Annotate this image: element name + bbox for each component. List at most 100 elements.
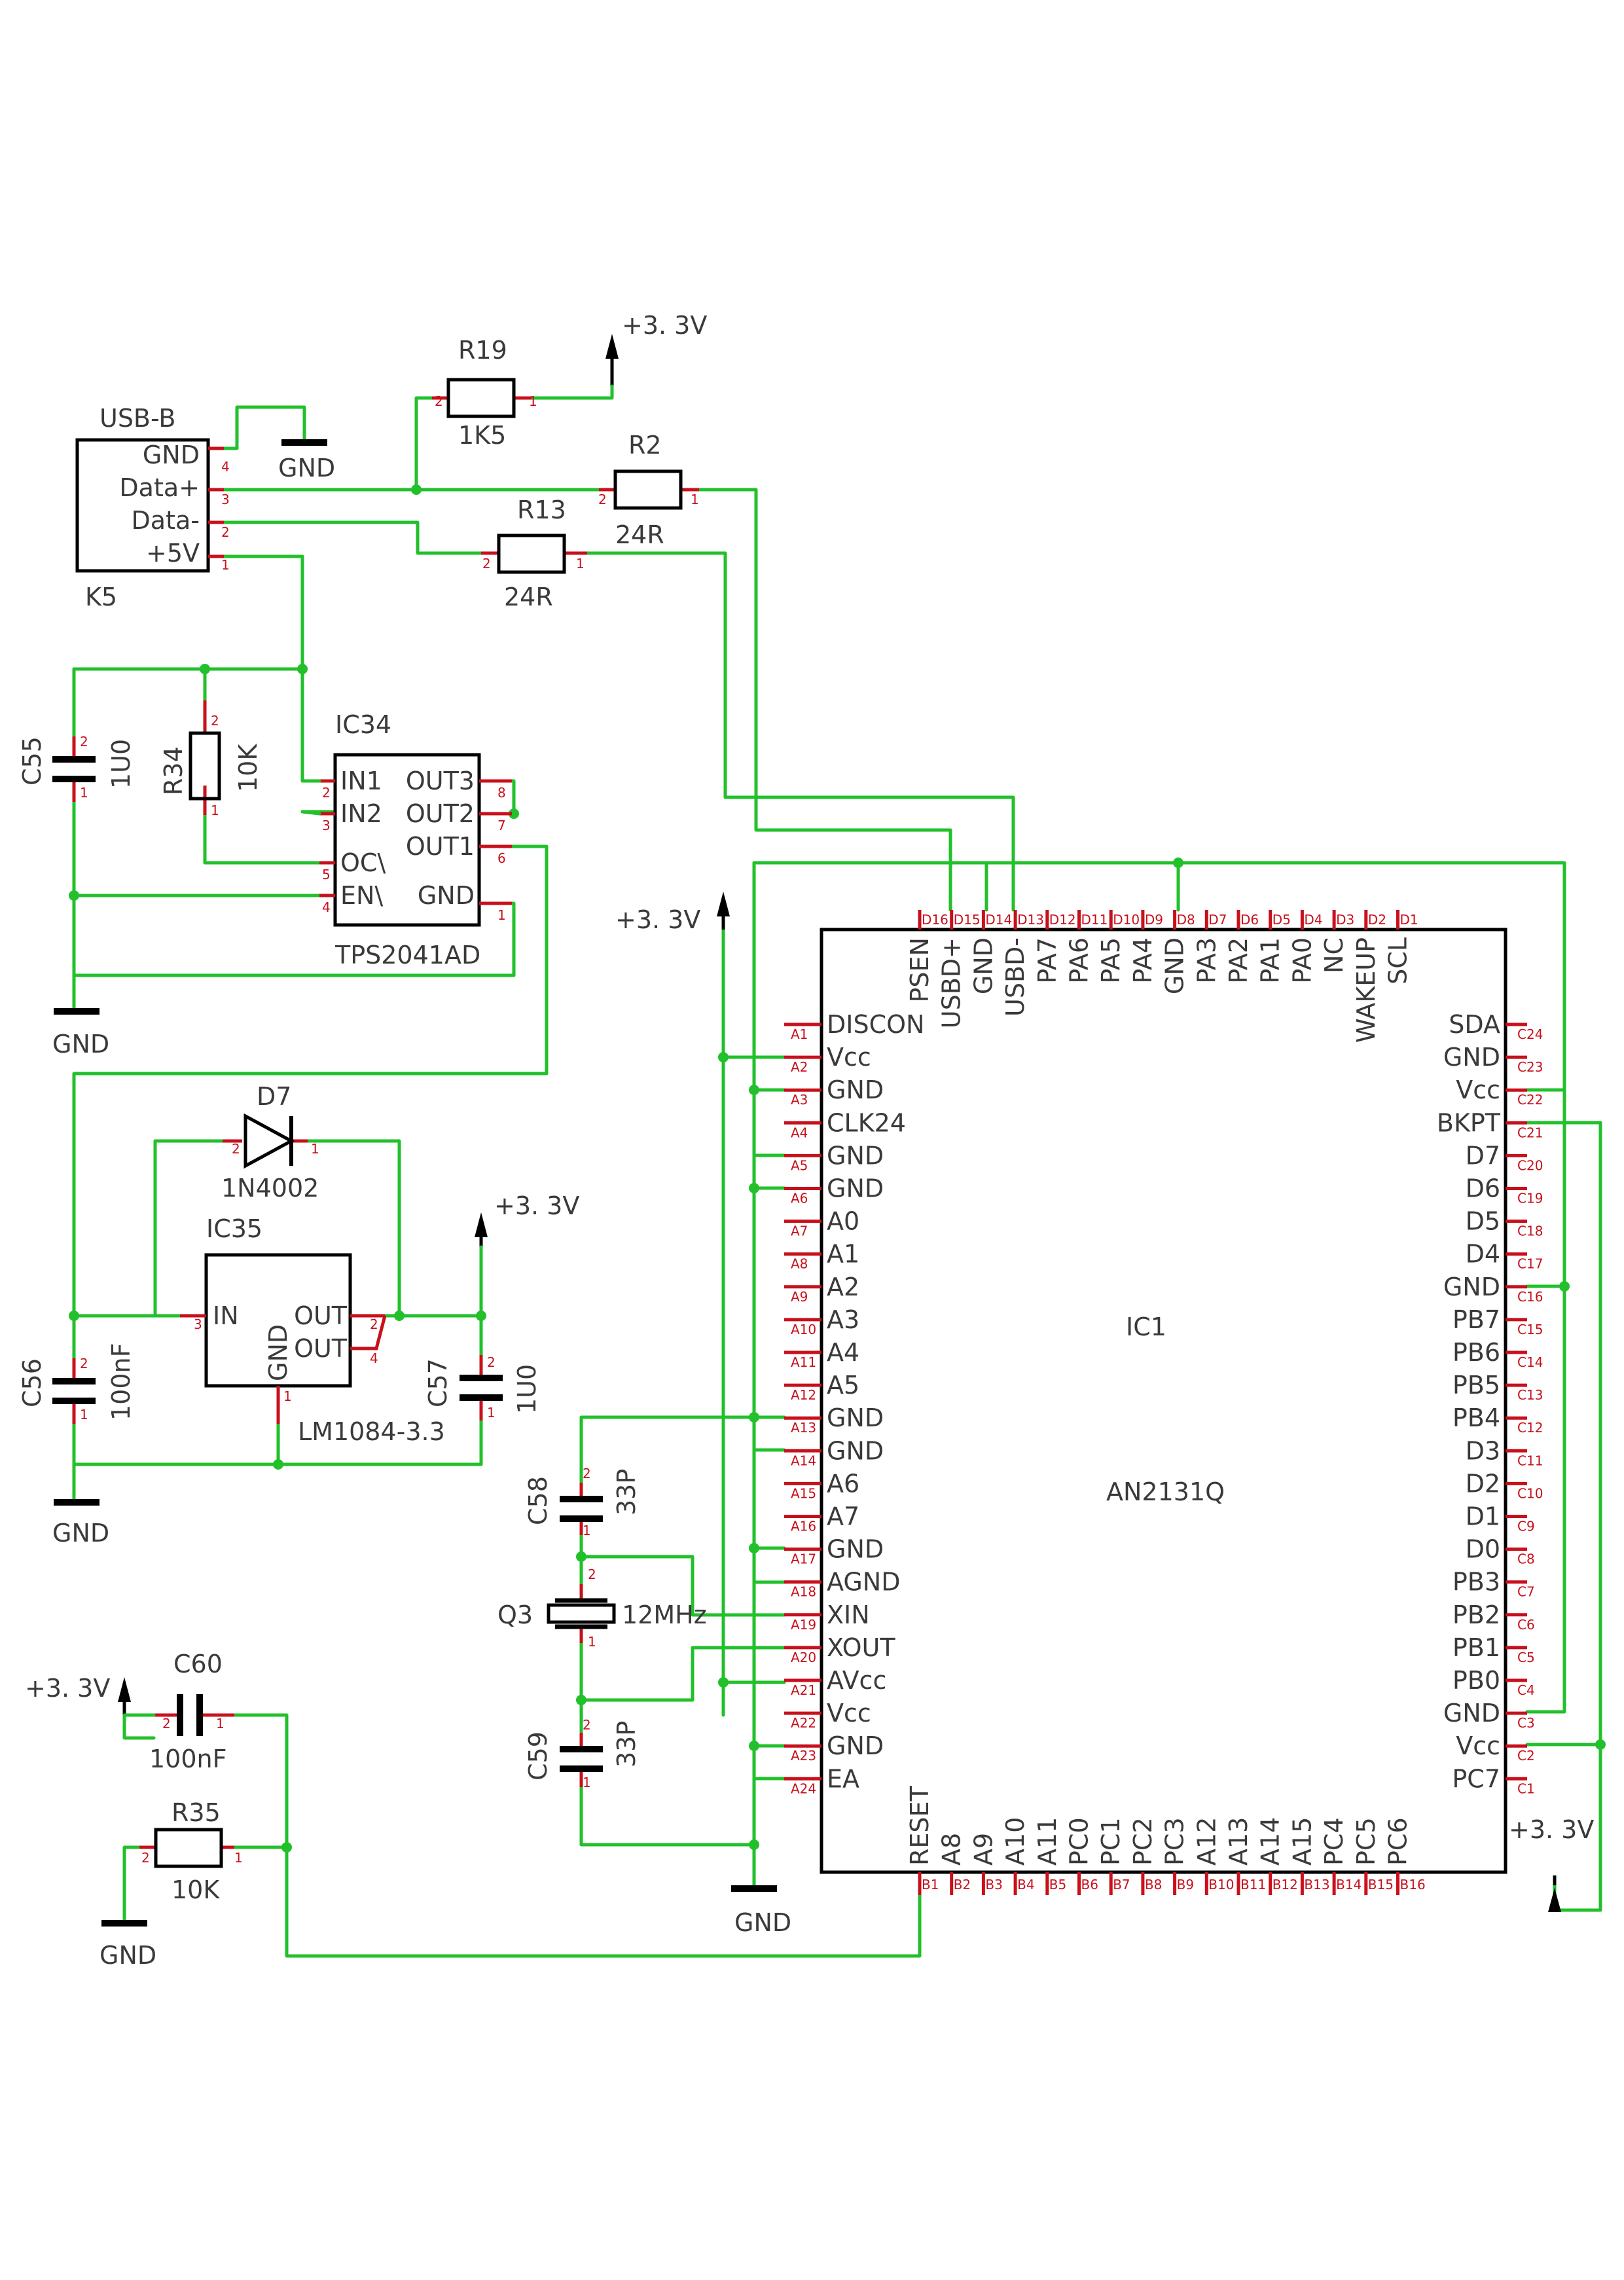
- ic1-pin-name: USBD-: [1001, 937, 1030, 1017]
- ic1-pin-name: Vcc: [1456, 1731, 1500, 1760]
- ic1-pin-name: PC0: [1065, 1817, 1094, 1866]
- ic1-pin-name: GND: [827, 1436, 884, 1465]
- ic1-pin-name: PB5: [1453, 1371, 1500, 1400]
- ic34-pin-name: IN2: [340, 799, 382, 828]
- ic1-pin-name: PC6: [1384, 1817, 1413, 1866]
- r19-pin: 2: [435, 393, 443, 409]
- c56-value: 100nF: [107, 1343, 135, 1420]
- ic1-pin-name: GND: [969, 937, 998, 994]
- ic1-pin-num: C16: [1517, 1289, 1543, 1305]
- c59-ref: C59: [524, 1731, 552, 1781]
- wires: [72, 396, 1602, 1958]
- ic1-pin-num: A14: [791, 1453, 816, 1468]
- r2-ref: R2: [628, 431, 662, 460]
- ic34-value: TPS2041AD: [334, 941, 480, 969]
- ic1-pin-name: PB4: [1453, 1403, 1500, 1432]
- r2-pin: 2: [598, 492, 607, 507]
- ic1-value: AN2131Q: [1106, 1477, 1225, 1506]
- c60-pin: 2: [162, 1716, 171, 1731]
- ic1-pin-num: B15: [1368, 1877, 1394, 1892]
- ic1-pin-num: A19: [791, 1617, 816, 1633]
- ic1-pin-name: A8: [937, 1833, 966, 1866]
- ic1-pin-name: D7: [1466, 1141, 1500, 1170]
- supply-arrow-ic35: +3. 3V: [475, 1191, 579, 1318]
- ic1-pin-num: A9: [791, 1289, 808, 1305]
- ic1-pin-num: D12: [1049, 912, 1076, 928]
- k5-pin-name: Data-: [132, 506, 200, 535]
- ic1-pin-num: D3: [1336, 912, 1354, 928]
- ground-label: GND: [278, 454, 335, 482]
- ic1-pin-num: D16: [922, 912, 948, 928]
- c57-pin: 2: [487, 1354, 496, 1370]
- ic1-pin-num: A21: [791, 1682, 816, 1698]
- ic1-pin-name: PA1: [1256, 937, 1285, 984]
- ic1-pin-name: A7: [827, 1502, 859, 1531]
- ic1-pin-name: AVcc: [827, 1666, 886, 1695]
- ic35-value: LM1084-3.3: [298, 1417, 445, 1446]
- ic34-pin-name: EN\: [340, 881, 383, 910]
- ic1-pin-name: DISCON: [827, 1010, 924, 1039]
- c57-pin: 1: [487, 1405, 496, 1420]
- ic1-pin-num: D11: [1081, 912, 1108, 928]
- r34-pin: 1: [211, 803, 219, 818]
- ic1-pin-num: C19: [1517, 1191, 1543, 1206]
- ic1-pin-name: A10: [1001, 1817, 1030, 1866]
- ic35-pin-num: 2: [370, 1316, 378, 1332]
- ic1-pin-name: A11: [1033, 1817, 1062, 1866]
- ground-symbol: GND: [52, 1008, 109, 1059]
- ic1-pin-num: B2: [954, 1877, 971, 1892]
- supply-arrow-r19: +3. 3V: [530, 311, 707, 400]
- k5-pin-num: 1: [221, 557, 230, 573]
- ic1-pin-num: C13: [1517, 1387, 1543, 1403]
- ic1-pin-num: A12: [791, 1387, 816, 1403]
- supply-arrow-right: +3. 3V: [1509, 1815, 1594, 1912]
- ic1-pin-name: BKPT: [1437, 1108, 1501, 1137]
- ic34-pin-num: 8: [497, 785, 506, 801]
- ic1-pin-name: GND: [1161, 937, 1189, 994]
- k5-pin-name: +5V: [146, 539, 200, 568]
- ic1-pin-name: AGND: [827, 1568, 900, 1597]
- ic35-lm1084: IC35 LM1084-3.3 IN OUT OUT GND 3 2 4 1: [180, 1214, 445, 1446]
- ic1-pin-num: D13: [1017, 912, 1044, 928]
- ic1-pin-num: B10: [1208, 1877, 1234, 1892]
- power-symbols: +3. 3V +3. 3V +3. 3V +3. 3V +3. 3V GND G…: [25, 311, 1594, 1970]
- capacitor-c56: C56 100nF 2 1: [18, 1343, 135, 1424]
- ic1-pin-num: C5: [1517, 1650, 1535, 1665]
- ic35-pin-name: OUT: [294, 1301, 348, 1330]
- supply-arrow-c60: +3. 3V: [25, 1674, 131, 1715]
- ic1-pin-name: PC5: [1352, 1817, 1380, 1866]
- ic1-pin-name: A5: [827, 1371, 859, 1400]
- ic1-pin-num: B4: [1017, 1877, 1034, 1892]
- r13-value: 24R: [504, 583, 553, 611]
- ic1-pin-name: PC4: [1320, 1817, 1348, 1866]
- ic1-pin-name: D1: [1466, 1502, 1500, 1531]
- ic1-pin-num: C9: [1517, 1519, 1535, 1534]
- ic1-pin-name: PA3: [1192, 937, 1221, 984]
- capacitor-c59: C59 33P 2 1: [524, 1717, 641, 1790]
- ic1-pin-name: GND: [827, 1403, 884, 1432]
- ic1-pin-name: Vcc: [827, 1699, 871, 1728]
- ic1-pin-name: GND: [1443, 1043, 1500, 1072]
- c59-pin: 1: [583, 1775, 591, 1790]
- supply-label: +3. 3V: [25, 1674, 110, 1703]
- ic1-pin-num: D1: [1400, 912, 1418, 928]
- ic1-pin-num: A16: [791, 1519, 816, 1534]
- ic1-pin-num: C15: [1517, 1322, 1543, 1337]
- ic1-pin-num: C1: [1517, 1781, 1535, 1796]
- ic1-ref: IC1: [1126, 1312, 1166, 1341]
- supply-label: +3. 3V: [622, 311, 707, 340]
- ic1-pin-name: A12: [1192, 1817, 1221, 1866]
- ic34-pin-num: 2: [322, 785, 331, 801]
- ic1-pin-name: PB0: [1453, 1666, 1500, 1695]
- c56-pin: 2: [80, 1356, 88, 1371]
- ic1-pin-name: GND: [827, 1174, 884, 1203]
- ic34-ref: IC34: [335, 710, 391, 739]
- ic1-pin-name: PA0: [1288, 937, 1316, 984]
- c60-pin: 1: [216, 1716, 225, 1731]
- ic35-pin-name: GND: [264, 1324, 293, 1381]
- ic1-pin-num: A11: [791, 1354, 816, 1370]
- ic1-pin-num: C14: [1517, 1354, 1543, 1370]
- ic1-pin-name: A0: [827, 1207, 859, 1236]
- ic1-pin-name: GND: [1443, 1699, 1500, 1728]
- ic1-pin-num: D10: [1113, 912, 1140, 928]
